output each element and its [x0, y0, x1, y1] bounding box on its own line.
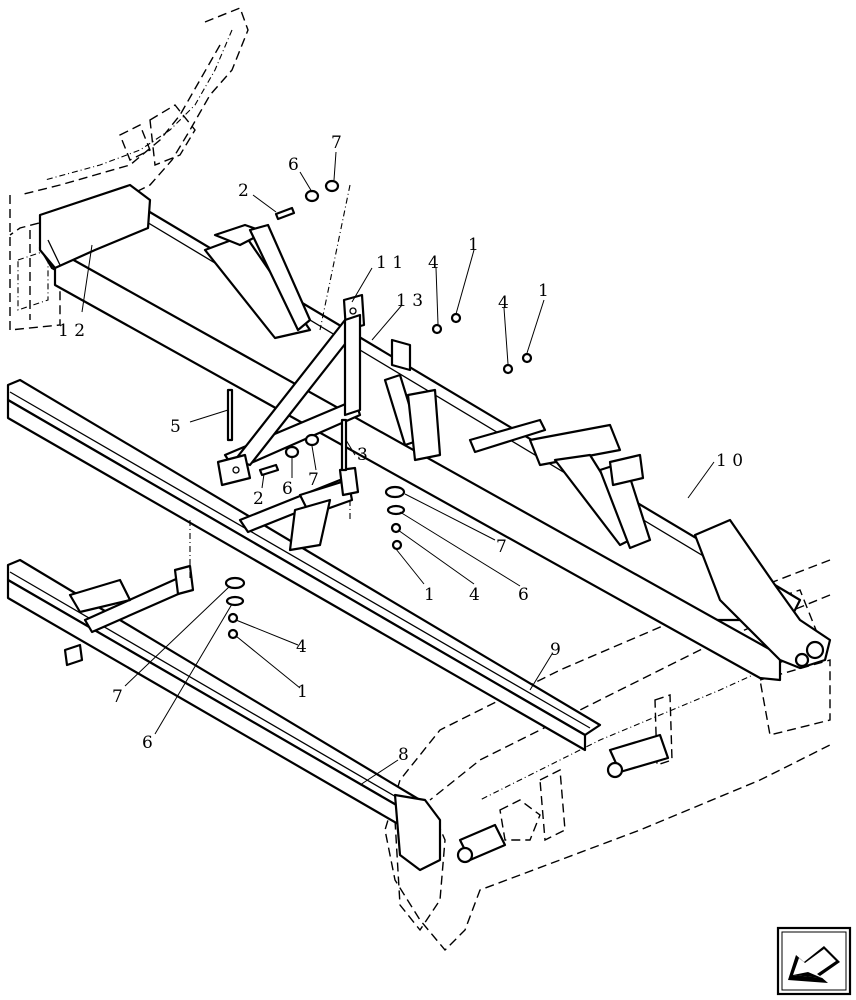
callout-item-7: 7 [331, 133, 342, 153]
callout-item-6: 6 [518, 585, 529, 605]
callout-item-6: 6 [142, 733, 153, 753]
hitch-bracket [216, 313, 362, 487]
callout-item-2: 2 [253, 489, 264, 509]
callout-item-6: 6 [288, 155, 299, 175]
callout-item-13: 1 3 [396, 291, 423, 311]
callout-item-4: 4 [469, 585, 480, 605]
callout-item-8: 8 [398, 745, 409, 765]
rail-8 [6, 558, 442, 872]
callout-labels: 2 6 7 1 2 1 1 1 3 4 1 4 1 5 3 7 6 2 1 0 … [58, 133, 743, 765]
callout-item-9: 9 [550, 640, 561, 660]
callout-item-1: 1 [468, 235, 479, 255]
callout-item-1: 1 [538, 281, 549, 301]
callout-item-7: 7 [308, 470, 319, 490]
callout-item-6: 6 [282, 479, 293, 499]
hinge-pins [456, 733, 670, 864]
callout-item-12: 1 2 [58, 321, 85, 341]
back-arrow-icon [788, 946, 840, 983]
callout-item-4: 4 [296, 637, 307, 657]
callout-item-11: 1 1 [376, 253, 403, 273]
callout-item-1: 1 [424, 585, 435, 605]
callout-item-4: 4 [428, 253, 439, 273]
callout-item-7: 7 [496, 537, 507, 557]
callout-item-3: 3 [357, 445, 368, 465]
callout-item-2: 2 [238, 181, 249, 201]
callout-item-4: 4 [498, 293, 509, 313]
callout-item-1: 1 [297, 682, 308, 702]
callout-item-10: 1 0 [716, 451, 743, 471]
upper-frame-assembly [38, 183, 832, 682]
leader-lines [81, 151, 715, 786]
rail-9 [6, 378, 602, 752]
callout-item-7: 7 [112, 687, 123, 707]
previous-page-button[interactable] [776, 926, 852, 996]
callout-item-5: 5 [170, 417, 181, 437]
